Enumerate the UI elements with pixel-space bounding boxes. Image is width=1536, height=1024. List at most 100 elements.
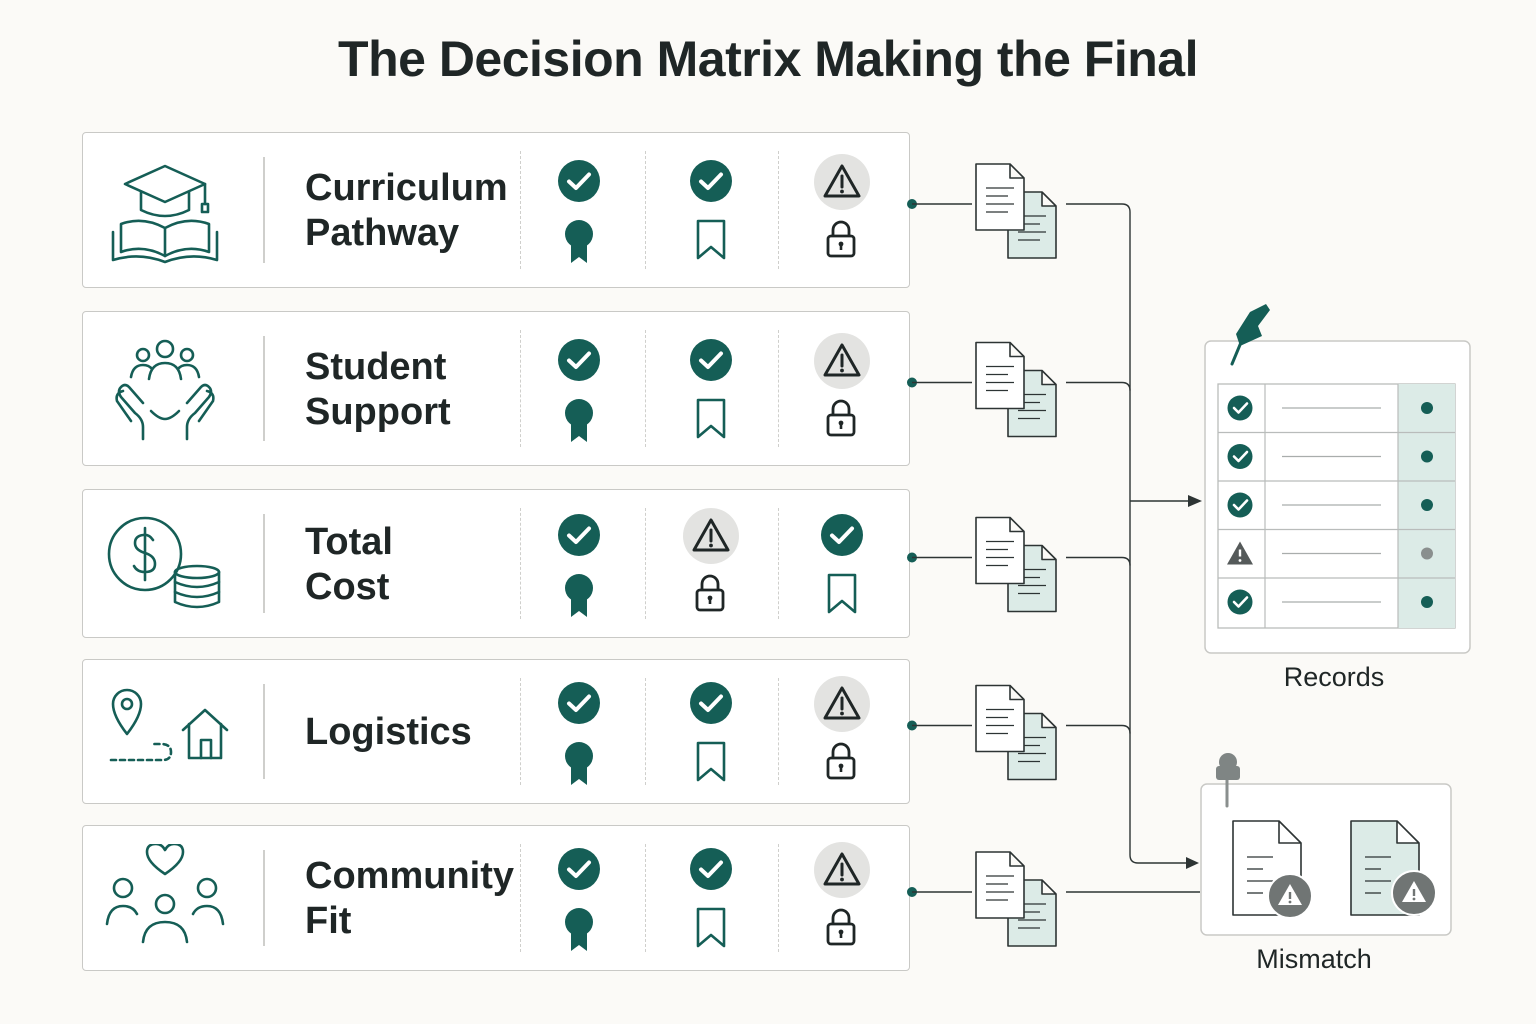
document-icon [975, 851, 1025, 919]
criterion-label: Logistics [305, 710, 472, 755]
criterion-label-line1: Community [305, 855, 514, 897]
row-divider [263, 157, 265, 263]
ribbon-icon [562, 219, 596, 265]
check-icon [557, 159, 601, 203]
document-back-icon [1007, 879, 1057, 947]
community-heart-icon [103, 844, 227, 954]
lock-icon [825, 907, 857, 947]
warning-dot [1238, 559, 1242, 562]
ribbon-icon [562, 573, 596, 619]
check-icon [1227, 589, 1253, 615]
column-divider [645, 151, 646, 269]
column-divider [645, 508, 646, 619]
check-icon [557, 681, 601, 725]
warning-icon [813, 153, 871, 211]
check-icon [1227, 395, 1253, 421]
document-icon [975, 163, 1025, 231]
people-hands-icon [103, 335, 227, 445]
bookmark-icon [694, 219, 728, 261]
coins-dollar-icon [103, 510, 227, 620]
warning-badge-icon [1267, 873, 1313, 919]
criterion-label-line2: Pathway [305, 212, 460, 254]
warning-icon [813, 332, 871, 390]
status-dot [1421, 450, 1433, 463]
warning-dot [1288, 900, 1292, 904]
lock-icon [825, 398, 857, 438]
column-divider [778, 508, 779, 619]
check-icon [689, 338, 733, 382]
status-dot [1421, 596, 1433, 608]
ribbon-icon [562, 741, 596, 787]
check-icon [689, 159, 733, 203]
check-mark [1232, 596, 1249, 608]
status-dot [1421, 499, 1433, 511]
records-column-highlight [1398, 384, 1455, 628]
column-divider [520, 508, 521, 619]
pushpin-icon [1219, 753, 1237, 771]
page-title: The Decision Matrix Making the Final [338, 31, 1198, 87]
document-back-icon [1007, 369, 1057, 438]
bookmark-icon [694, 907, 728, 949]
check-mark [1232, 402, 1249, 414]
connector-line [1066, 381, 1131, 391]
pushpin-needle [1230, 338, 1244, 366]
check-mark [1232, 499, 1249, 511]
check-icon [557, 847, 601, 891]
warning-icon [682, 507, 740, 565]
warning-triangle [1278, 884, 1302, 905]
graduation-book-icon [103, 156, 227, 266]
column-divider [778, 678, 779, 785]
document-back-icon [1007, 712, 1057, 781]
bookmark-icon [694, 741, 728, 783]
check-icon [557, 513, 601, 557]
warning-icon [1227, 541, 1253, 565]
row-divider [263, 684, 265, 779]
mismatch-panel [1200, 783, 1452, 936]
column-divider [645, 330, 646, 447]
connector-line [1129, 854, 1186, 864]
bookmark-icon [825, 573, 859, 615]
records-label: Records [1283, 662, 1385, 692]
column-divider [645, 678, 646, 785]
mismatch-label: Mismatch [1256, 944, 1372, 974]
column-divider [520, 151, 521, 269]
connector-line [1066, 556, 1131, 566]
column-divider [520, 844, 521, 952]
connector-line [1066, 724, 1131, 734]
warning-icon [813, 675, 871, 733]
row-divider [263, 336, 265, 441]
document-icon [975, 516, 1025, 585]
pushpin-body [1216, 766, 1240, 780]
criterion-label-line2: Support [305, 390, 451, 433]
criterion-label-line1: Student [305, 345, 447, 388]
criterion-label-line1: Curriculum [305, 167, 508, 209]
column-divider [778, 844, 779, 952]
column-divider [520, 330, 521, 447]
column-divider [778, 330, 779, 447]
lock-icon [694, 573, 726, 613]
arrow-icon [1186, 857, 1199, 869]
warning-dot [1412, 897, 1416, 901]
warning-icon [813, 841, 871, 899]
criterion-label-line2: Fit [305, 900, 352, 942]
column-divider [520, 678, 521, 785]
mismatch-document-icon [1350, 820, 1420, 916]
column-divider [778, 151, 779, 269]
document-back-icon [1007, 191, 1057, 259]
document-icon [975, 684, 1025, 753]
lock-icon [825, 219, 857, 259]
check-icon [557, 338, 601, 382]
ribbon-icon [562, 398, 596, 444]
check-icon [689, 681, 733, 725]
bookmark-icon [694, 398, 728, 440]
check-icon [820, 513, 864, 557]
row-divider [263, 850, 265, 946]
